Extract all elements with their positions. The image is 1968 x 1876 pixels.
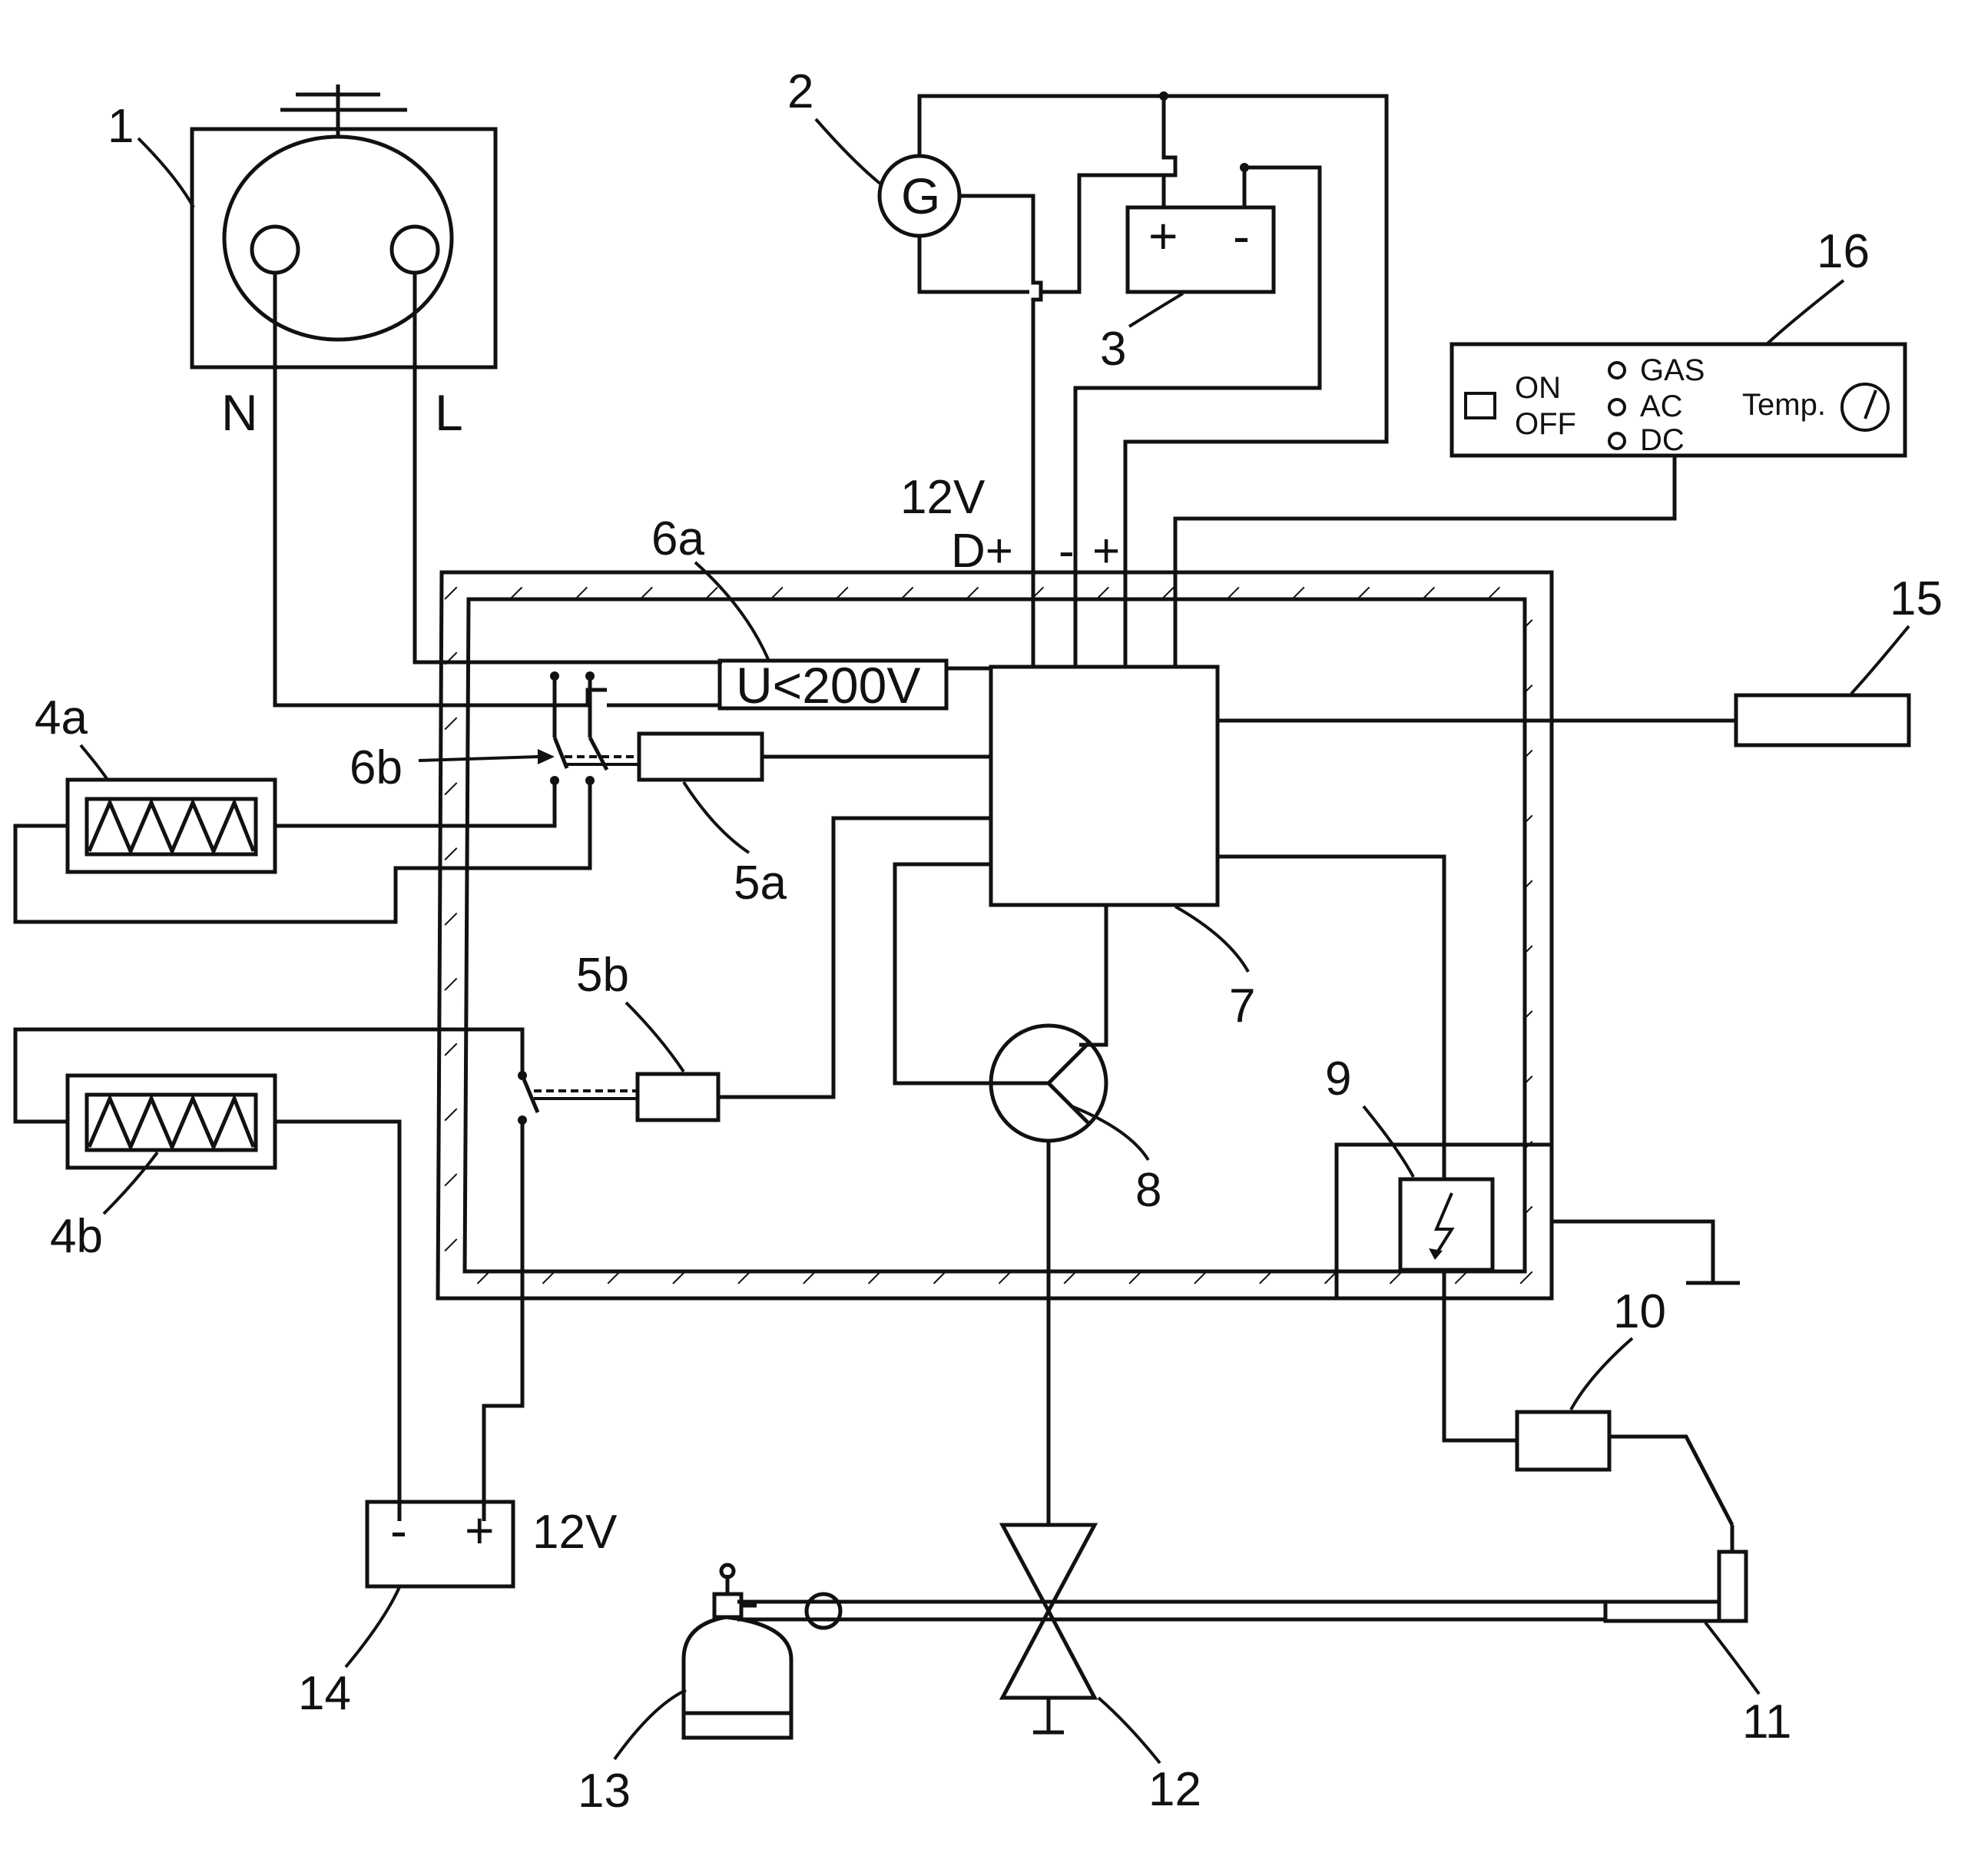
battery-3: + - (1128, 207, 1274, 292)
mains-socket (192, 85, 495, 367)
socket-live-label: L (435, 384, 463, 441)
off-label: OFF (1515, 407, 1576, 441)
label-13: 13 (578, 1765, 631, 1818)
leader-5a (684, 782, 749, 853)
gas-cylinder-13 (684, 1565, 791, 1738)
gas-valve-12 (1002, 1525, 1095, 1732)
battery-14-minus: - (390, 1502, 407, 1559)
supply-voltage: 12V (900, 471, 986, 524)
gas-line (737, 1602, 1605, 1619)
battery-3-minus: - (1233, 207, 1250, 264)
on-off-switch[interactable] (1466, 393, 1495, 418)
gas-meter (807, 1594, 840, 1628)
label-5b: 5b (576, 949, 629, 1002)
gas-indicator (1609, 363, 1625, 378)
label-16: 16 (1817, 225, 1870, 278)
ac-indicator (1609, 399, 1625, 415)
label-7: 7 (1229, 979, 1255, 1032)
relay-switch-5b (518, 1071, 638, 1125)
label-9: 9 (1325, 1052, 1351, 1105)
generator-symbol: G (901, 167, 940, 224)
leader-12 (1098, 1698, 1160, 1763)
battery-14: - + (367, 1502, 513, 1586)
leader-6b (419, 757, 538, 761)
leader-5b (626, 1003, 684, 1072)
leader-3 (1129, 293, 1183, 326)
battery-14-voltage: 12V (532, 1506, 618, 1559)
component-15 (1736, 695, 1909, 745)
label-14: 14 (298, 1667, 351, 1720)
leader-8 (1072, 1106, 1148, 1160)
gas-label: GAS (1640, 353, 1705, 387)
leader-1 (138, 138, 194, 207)
battery-14-plus: + (465, 1502, 495, 1559)
supply-d-plus: D+ (951, 525, 1013, 578)
label-3: 3 (1100, 323, 1126, 376)
label-6a: 6a (651, 512, 704, 565)
temp-label: Temp. (1742, 388, 1826, 422)
supply-minus: - (1059, 525, 1075, 578)
leader-2 (816, 119, 881, 184)
leader-4a (81, 745, 108, 780)
socket-neutral-label: N (221, 384, 258, 441)
ac-label: AC (1640, 389, 1683, 423)
leader-16 (1767, 280, 1844, 344)
label-1: 1 (108, 100, 134, 153)
burner-11 (1605, 1525, 1746, 1621)
voltage-monitor-text: U<200V (736, 657, 920, 714)
component-10 (1517, 1412, 1609, 1470)
leader-10 (1571, 1338, 1632, 1410)
temperature-dial[interactable] (1842, 384, 1888, 430)
supply-plus: + (1092, 525, 1120, 578)
label-11: 11 (1742, 1695, 1791, 1748)
dc-heating-element-4b (68, 1076, 275, 1168)
battery-3-plus: + (1148, 207, 1178, 264)
appliance-housing (438, 572, 1552, 1298)
relay-coil-5b (638, 1074, 718, 1120)
dc-indicator (1609, 433, 1625, 449)
leader-11 (1705, 1622, 1759, 1694)
on-label: ON (1515, 371, 1561, 405)
leader-4b (104, 1152, 157, 1214)
label-5a: 5a (734, 857, 787, 910)
label-6b: 6b (350, 741, 403, 794)
generator-2: G (880, 156, 959, 236)
leader-7 (1175, 907, 1248, 972)
leader-13 (615, 1690, 686, 1759)
ac-heating-element-4a (68, 780, 275, 872)
label-8: 8 (1135, 1164, 1161, 1217)
leader-9 (1363, 1106, 1413, 1177)
label-4b: 4b (50, 1210, 103, 1263)
dc-label: DC (1640, 423, 1685, 457)
ground-symbol (1552, 1221, 1713, 1283)
control-unit-7 (991, 667, 1218, 905)
label-10: 10 (1613, 1285, 1666, 1338)
control-panel-16: ON OFF GAS AC DC Temp. (1452, 344, 1905, 457)
label-4a: 4a (35, 691, 88, 744)
leader-15 (1851, 626, 1909, 694)
label-2: 2 (787, 65, 813, 118)
voltage-monitor: U<200V (720, 657, 946, 714)
relay-coil-5a (639, 734, 762, 780)
label-15: 15 (1890, 572, 1943, 625)
leader-14 (346, 1587, 399, 1667)
label-12: 12 (1148, 1763, 1201, 1816)
